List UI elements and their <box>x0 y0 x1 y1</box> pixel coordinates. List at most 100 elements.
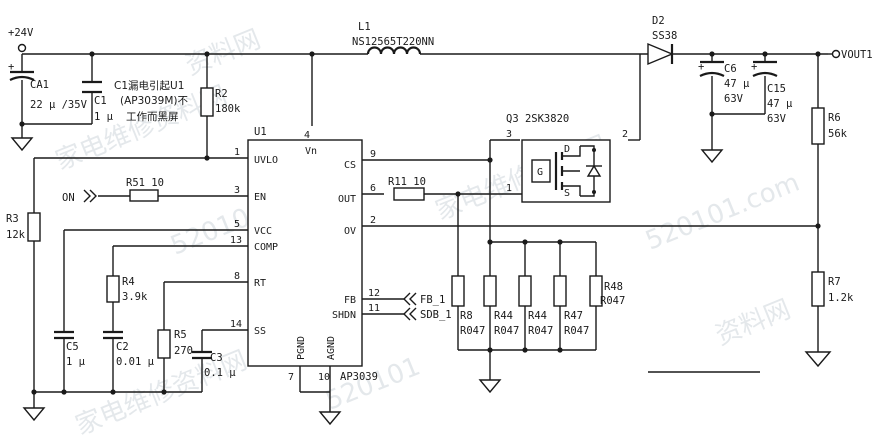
r2-value: 180k <box>215 103 241 115</box>
pin-name: FB <box>344 295 356 306</box>
pin-name: CS <box>344 160 356 171</box>
q3-drain-label: D <box>564 144 570 155</box>
r44-value: R047 <box>528 325 553 337</box>
resistor-r7: R7 1.2k <box>811 271 854 307</box>
ground-symbol <box>10 137 34 152</box>
r5-ref: R5 <box>174 329 187 341</box>
c15-polarity: + <box>751 61 757 73</box>
r7-ref: R7 <box>828 276 841 288</box>
pin-number: 9 <box>370 149 376 160</box>
resistor-r48: R48 R047 <box>589 275 625 307</box>
c6-voltage: 63V <box>724 93 744 105</box>
pin-number: 3 <box>234 185 240 196</box>
resistor-r44: R44 R047 <box>483 275 519 337</box>
pin-name: SS <box>254 326 266 337</box>
pin-name: SHDN <box>332 310 356 321</box>
l1-ref: L1 <box>358 21 371 33</box>
resistor-r6: R6 56k <box>811 107 848 145</box>
capacitor-c3: C3 0.1 μ <box>192 350 236 379</box>
capacitor-c1: C1 1 μ <box>82 80 114 123</box>
fb-connector: FB_1 <box>403 292 445 306</box>
fb-label: FB_1 <box>420 294 445 306</box>
r8-ref: R8 <box>460 310 473 322</box>
c1-ref: C1 <box>94 95 107 107</box>
ic-part-number: AP3039 <box>340 371 378 383</box>
ground-symbol <box>478 379 502 394</box>
c6-polarity: + <box>698 61 704 73</box>
pin-number: 8 <box>234 271 240 282</box>
l1-value: NS12565T220NN <box>352 36 434 48</box>
pin-number: 1 <box>234 147 240 158</box>
pin-number: 6 <box>370 183 376 194</box>
on-label: ON <box>62 192 75 204</box>
mosfet-q3: Q3 2SK3820 3 1 2 G D S <box>506 113 628 203</box>
c3-value: 0.1 μ <box>204 367 236 379</box>
watermark-text: 家电维修资料网 <box>71 345 251 440</box>
c2-ref: C2 <box>116 341 129 353</box>
r3-ref: R3 <box>6 213 19 225</box>
q3-ref: Q3 2SK3820 <box>506 113 569 125</box>
c15-voltage: 63V <box>767 113 787 125</box>
ground-symbol <box>700 149 724 164</box>
sdb-connector: SDB_1 <box>403 307 452 321</box>
capacitor-c2: C2 0.01 μ <box>103 330 155 368</box>
pin-number: 12 <box>368 288 380 299</box>
resistor-r47: R47 R047 <box>553 275 589 337</box>
capacitor-c6: + C6 47 μ 63V <box>698 60 750 105</box>
r6-ref: R6 <box>828 112 841 124</box>
c3-ref: C3 <box>210 352 223 364</box>
pin-number: 4 <box>304 130 310 141</box>
pin-number: 7 <box>288 372 294 383</box>
c5-ref: C5 <box>66 341 79 353</box>
r4-ref: R4 <box>122 276 135 288</box>
diode-d2: D2 SS38 <box>647 15 692 66</box>
watermark-text: 520101.com <box>641 168 803 257</box>
r7-value: 1.2k <box>828 292 854 304</box>
c1-value: 1 μ <box>94 111 114 123</box>
r48-ref: R48 <box>604 281 623 293</box>
resistor-r3: R3 12k <box>6 212 41 242</box>
r44-value: R047 <box>494 325 519 337</box>
junctions <box>19 51 821 395</box>
pin-name: COMP <box>254 242 278 253</box>
d2-value: SS38 <box>652 30 677 42</box>
note-line: C1漏电引起U1 <box>114 79 184 92</box>
note-line: 工作而黑屏 <box>126 111 179 123</box>
c15-ref: C15 <box>767 83 786 95</box>
r47-value: R047 <box>564 325 589 337</box>
capacitor-c5: C5 1 μ <box>54 330 86 368</box>
resistor-r8: R8 R047 <box>451 275 485 337</box>
pin-number: 11 <box>368 303 380 314</box>
d2-ref: D2 <box>652 15 665 27</box>
r11-ref: R11 10 <box>388 176 426 188</box>
q3-gate-label: G <box>537 167 543 178</box>
on-input: ON <box>62 189 97 204</box>
c5-value: 1 μ <box>66 356 86 368</box>
pin-number: 2 <box>370 215 376 226</box>
ground-symbol <box>804 351 832 368</box>
ic-ref: U1 <box>254 126 267 138</box>
pin-name: OV <box>344 226 356 237</box>
pin-number: 13 <box>230 235 242 246</box>
note-line: (AP3039M)不 <box>120 95 188 107</box>
c6-value: 47 μ <box>724 78 750 90</box>
r47-ref: R47 <box>564 310 583 322</box>
c2-value: 0.01 μ <box>116 356 155 368</box>
pin-name: UVLO <box>254 155 278 166</box>
r6-value: 56k <box>828 128 848 140</box>
vin-label: +24V <box>8 27 34 39</box>
pin-name: VCC <box>254 226 272 237</box>
resistor-r4: R4 3.9k <box>106 275 148 303</box>
q3-pin: 1 <box>506 183 512 194</box>
inductor-l1: L1 NS12565T220NN <box>352 21 434 55</box>
ground-symbol <box>318 411 342 426</box>
r44-ref: R44 <box>494 310 513 322</box>
vout-label: VOUT1 <box>841 49 873 61</box>
pin-name: OUT <box>338 194 356 205</box>
r4-value: 3.9k <box>122 291 148 303</box>
pin-number: 14 <box>230 319 242 330</box>
capacitor-ca1: + CA1 22 μ /35V <box>8 61 88 111</box>
r2-ref: R2 <box>215 88 228 100</box>
ic-u1: U1 AP3039 1 UVLO 3 EN 5 VCC 13 COMP 8 RT… <box>230 126 380 383</box>
